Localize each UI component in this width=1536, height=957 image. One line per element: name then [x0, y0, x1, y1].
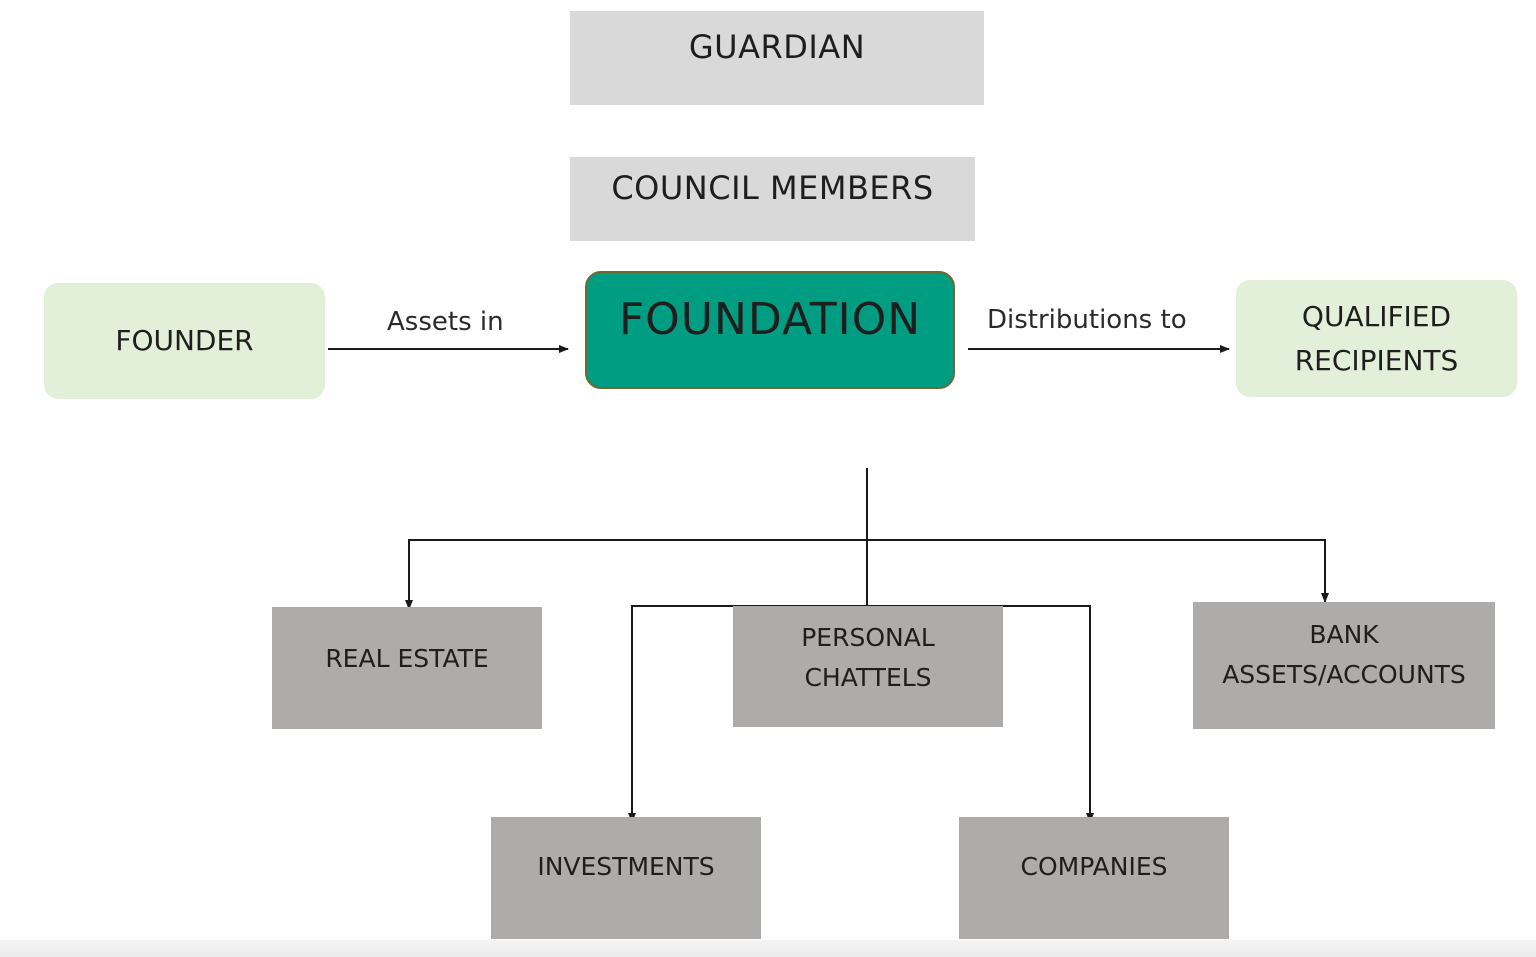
- founder-box: FOUNDER: [44, 283, 325, 399]
- arrow-bank-accounts: [867, 539, 1329, 603]
- companies-box: COMPANIES: [959, 817, 1229, 939]
- assets-in-label: Assets in: [387, 307, 504, 337]
- qualified-recipients-box: QUALIFIED RECIPIENTS: [1236, 280, 1517, 397]
- investments-label: INVESTMENTS: [537, 851, 715, 881]
- council-members-label: COUNCIL MEMBERS: [611, 169, 934, 207]
- bottom-edge: [0, 940, 1536, 957]
- personal-chattels-box: PERSONAL CHATTELS: [733, 606, 1003, 727]
- foundation-label: FOUNDATION: [618, 293, 922, 345]
- council-members-box: COUNCIL MEMBERS: [570, 157, 975, 241]
- qualified-recipients-label: QUALIFIED RECIPIENTS: [1294, 299, 1459, 377]
- foundation-box: FOUNDATION: [585, 271, 955, 389]
- real-estate-box: REAL ESTATE: [272, 607, 542, 729]
- bank-accounts-label: BANK ASSETS/ACCOUNTS: [1222, 619, 1466, 689]
- personal-chattels-label: PERSONAL CHATTELS: [801, 622, 935, 692]
- arrow-real-estate: [405, 539, 867, 610]
- founder-label: FOUNDER: [115, 324, 254, 357]
- investments-box: INVESTMENTS: [491, 817, 761, 939]
- companies-label: COMPANIES: [1020, 851, 1168, 881]
- guardian-box: GUARDIAN: [570, 11, 984, 105]
- real-estate-label: REAL ESTATE: [325, 644, 489, 673]
- bank-accounts-box: BANK ASSETS/ACCOUNTS: [1193, 602, 1495, 729]
- guardian-label: GUARDIAN: [688, 28, 866, 66]
- distributions-to-label: Distributions to: [987, 305, 1187, 335]
